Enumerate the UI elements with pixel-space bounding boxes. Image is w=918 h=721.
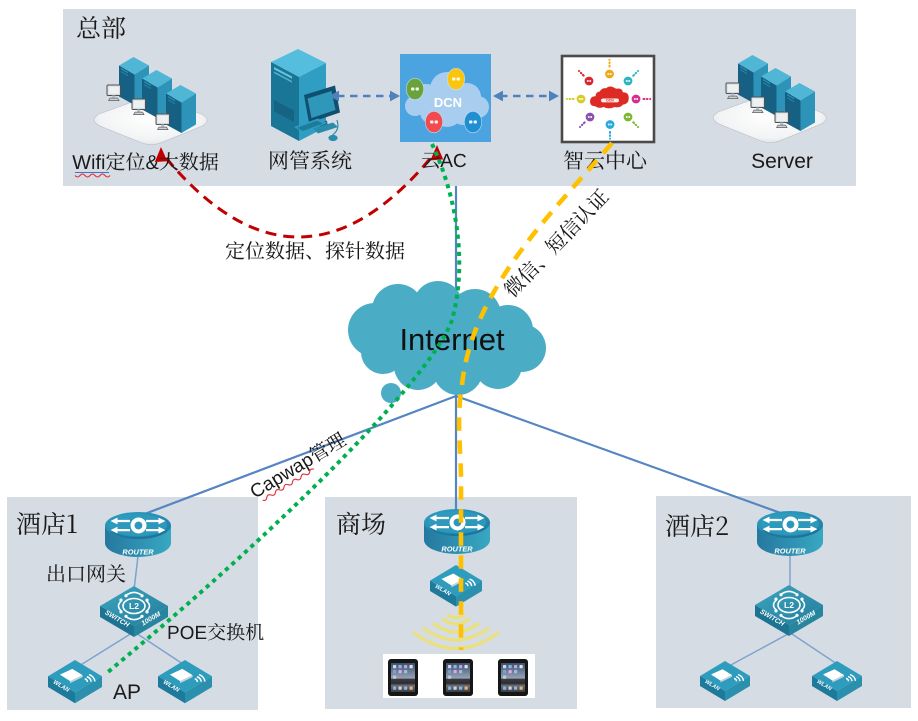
svg-text:Internet: Internet — [399, 322, 505, 357]
svg-text:DCN: DCN — [606, 99, 614, 103]
svg-text:AP: AP — [113, 681, 141, 704]
svg-text:DCN: DCN — [434, 95, 462, 110]
svg-text:Server: Server — [751, 150, 813, 173]
